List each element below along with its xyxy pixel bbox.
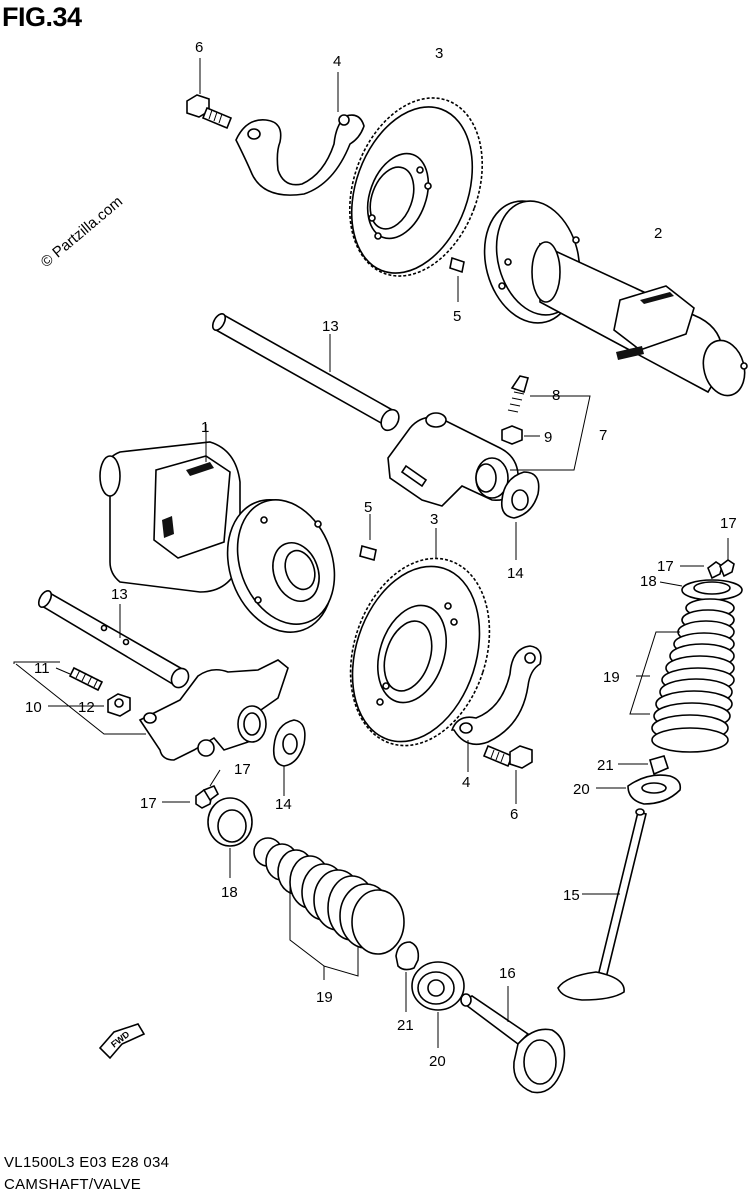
adjust-screw-8: [507, 375, 529, 413]
watermark: © Partzilla.com: [38, 193, 126, 271]
stem-seal-21-right: [649, 755, 669, 776]
callout-labels: 6 4 3 2 5 13 8 9 7 1 14 5 3 17 17 18 13 …: [25, 39, 737, 1070]
callout-4-lower: 4: [462, 774, 470, 791]
adjust-screw-11: [68, 666, 104, 692]
callout-7: 7: [599, 427, 607, 444]
spring-seat-20-right: [627, 774, 682, 805]
callout-19-lower: 19: [316, 989, 333, 1006]
callout-1: 1: [201, 419, 209, 436]
model-code: VL1500L3 E03 E28 034: [4, 1154, 170, 1171]
lock-nut-12: [107, 693, 131, 717]
callout-6-top: 6: [195, 39, 203, 56]
callout-5-lower: 5: [364, 499, 372, 516]
callout-17-lower-b: 17: [140, 795, 157, 812]
callout-15: 15: [563, 887, 580, 904]
callout-5-top: 5: [453, 308, 461, 325]
valve-spring-19-lower: [253, 837, 405, 955]
callout-18-right: 18: [640, 573, 657, 590]
callout-13-lower: 13: [111, 586, 128, 603]
rocker-shaft-13-lower: [37, 590, 190, 689]
callout-21-right: 21: [597, 757, 614, 774]
camshaft-2: [483, 200, 748, 397]
callout-21-lower: 21: [397, 1017, 414, 1034]
retainer-18-right: [681, 579, 743, 601]
cotter-17-lower: [195, 784, 220, 809]
bolt-6-lower: [482, 744, 533, 769]
callout-9: 9: [544, 429, 552, 446]
callout-4-top: 4: [333, 53, 341, 70]
pin-5-top: [449, 256, 465, 274]
callout-18-lower: 18: [221, 884, 238, 901]
callout-17-right: 17: [657, 558, 674, 575]
rocker-shaft-13-top: [211, 312, 400, 432]
gear-3-lower: [349, 557, 491, 747]
retainer-18-lower: [207, 797, 253, 847]
callout-6-lower: 6: [510, 806, 518, 823]
lock-nut-9: [501, 425, 523, 445]
valve-16: [460, 993, 566, 1094]
camshaft-1: [99, 441, 336, 633]
callout-3-lower: 3: [430, 511, 438, 528]
callout-13-top: 13: [322, 318, 339, 335]
callout-16: 16: [499, 965, 516, 982]
callout-12: 12: [78, 699, 95, 716]
figure-caption: CAMSHAFT/VALVE: [4, 1176, 142, 1193]
callout-14-lower: 14: [275, 796, 292, 813]
spacer-14-top: [500, 471, 540, 519]
callout-2: 2: [654, 225, 662, 242]
rocker-arm-7-top: [387, 412, 519, 507]
bolt-6-top: [186, 94, 233, 130]
cotter-17-right: [707, 559, 735, 580]
callout-3-top: 3: [435, 45, 443, 62]
valve-15: [557, 808, 647, 1001]
forward-arrow-icon: FWD: [98, 1023, 146, 1060]
callout-20-right: 20: [573, 781, 590, 798]
spacer-14-lower: [272, 719, 306, 767]
callout-17-right-top: 17: [720, 515, 737, 532]
spring-seat-20-lower: [411, 961, 465, 1011]
bracket-4-lower: [450, 645, 542, 746]
callout-8: 8: [552, 387, 560, 404]
callout-11: 11: [34, 660, 50, 677]
callout-20-lower: 20: [429, 1053, 446, 1070]
callout-19-right: 19: [603, 669, 620, 686]
figure-title: FIG.34: [2, 2, 82, 32]
callout-17-lower-a: 17: [234, 761, 251, 778]
pin-5-lower: [359, 544, 377, 562]
bracket-4-top: [235, 114, 365, 196]
valve-spring-19-right: [651, 598, 735, 753]
gear-3-top: [348, 97, 484, 277]
stem-seal-21-lower: [395, 941, 420, 971]
callout-10: 10: [25, 699, 42, 716]
callout-14-top: 14: [507, 565, 524, 582]
rocker-arm-10-lower: [138, 659, 289, 761]
